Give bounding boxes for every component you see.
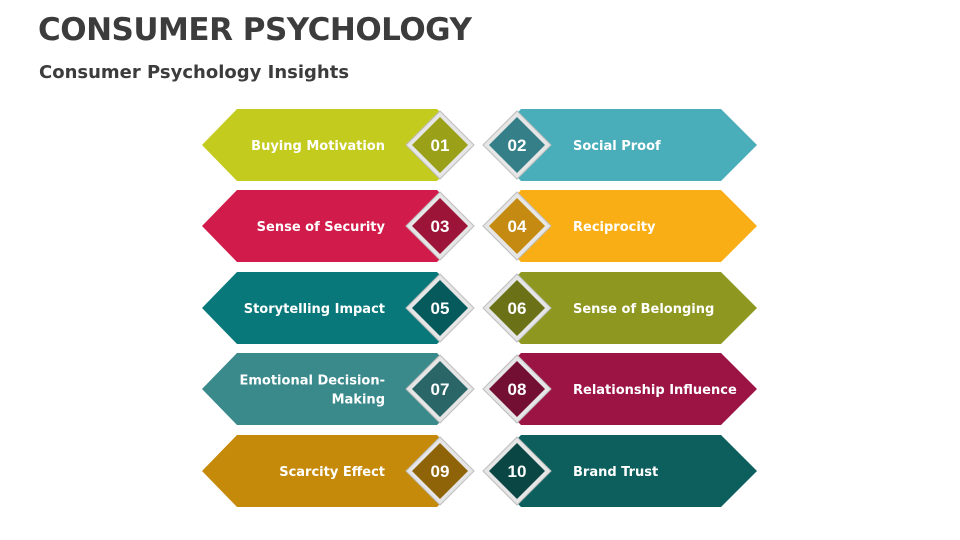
item-09: 09 Scarcity Effect [202, 435, 475, 507]
item-number: 08 [508, 380, 527, 399]
item-label: Emotional Decision-Making [239, 374, 385, 408]
item-number: 10 [508, 462, 527, 481]
item-01: 01 Buying Motivation [202, 109, 475, 181]
item-label: Storytelling Impact [244, 302, 385, 317]
item-04: 04 Reciprocity [482, 190, 757, 262]
number-diamond [489, 361, 545, 417]
item-07: 07 Emotional Decision-Making [202, 353, 475, 425]
number-diamond [412, 198, 468, 254]
arrow-shape [486, 272, 757, 344]
item-number: 01 [431, 136, 450, 155]
item-06: 06 Sense of Belonging [482, 272, 757, 344]
item-number: 06 [508, 299, 527, 318]
item-number: 09 [431, 462, 450, 481]
item-number: 04 [508, 217, 527, 236]
arrow-shape [486, 435, 757, 507]
arrow-shape [202, 435, 473, 507]
item-label: Sense of Security [257, 220, 386, 235]
item-label: Sense of Belonging [573, 302, 714, 317]
item-number: 05 [431, 299, 450, 318]
item-label: Reciprocity [573, 220, 656, 235]
item-02: 02 Social Proof [482, 109, 757, 181]
item-label: Brand Trust [573, 465, 658, 480]
item-08: 08 Relationship Influence [482, 353, 757, 425]
number-diamond [412, 361, 468, 417]
item-label: Scarcity Effect [279, 465, 385, 480]
arrow-shape [202, 190, 473, 262]
arrow-shape [202, 353, 473, 425]
arrow-shape [486, 353, 757, 425]
item-label: Relationship Influence [573, 383, 737, 398]
number-diamond [489, 280, 545, 336]
item-label: Buying Motivation [251, 139, 385, 154]
item-03: 03 Sense of Security [202, 190, 475, 262]
number-diamond [412, 443, 468, 499]
item-number: 03 [431, 217, 450, 236]
arrow-shape [202, 109, 473, 181]
arrow-shape [486, 109, 757, 181]
item-number: 07 [431, 380, 450, 399]
number-diamond [489, 198, 545, 254]
item-label: Social Proof [573, 139, 661, 154]
item-10: 10 Brand Trust [482, 435, 757, 507]
page-title: CONSUMER PSYCHOLOGY [38, 12, 472, 48]
number-diamond [489, 117, 545, 173]
number-diamond [489, 443, 545, 499]
arrow-shape [486, 190, 757, 262]
page-subtitle: Consumer Psychology Insights [39, 62, 350, 83]
item-05: 05 Storytelling Impact [202, 272, 475, 344]
arrow-shape [202, 272, 473, 344]
number-diamond [412, 117, 468, 173]
number-diamond [412, 280, 468, 336]
item-number: 02 [508, 136, 527, 155]
